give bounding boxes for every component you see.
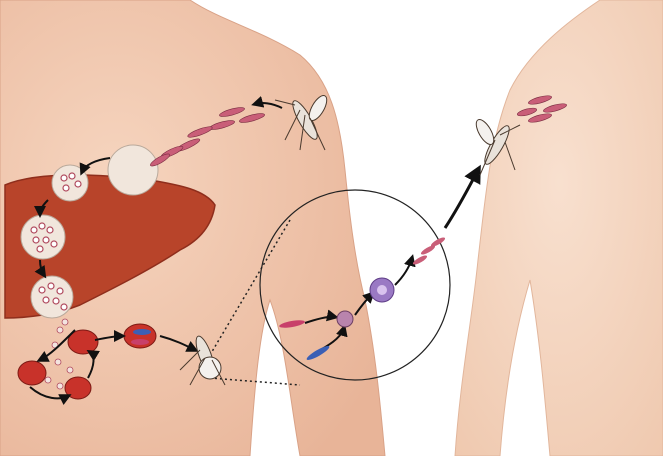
liver-stage-cells bbox=[20, 144, 159, 319]
life-cycle-arrows bbox=[29, 96, 481, 405]
sporozoite-icon bbox=[517, 95, 567, 123]
right-human-body bbox=[454, 0, 663, 456]
red-blood-cell-icon bbox=[17, 318, 157, 400]
mosquito-stage-parasites bbox=[279, 237, 446, 360]
sporozoite-icon bbox=[150, 107, 265, 167]
magnifier-circle-icon bbox=[209, 189, 451, 386]
mosquito-icon bbox=[179, 335, 226, 386]
mosquito-icon bbox=[274, 95, 328, 151]
mosquito-icon bbox=[475, 119, 521, 176]
